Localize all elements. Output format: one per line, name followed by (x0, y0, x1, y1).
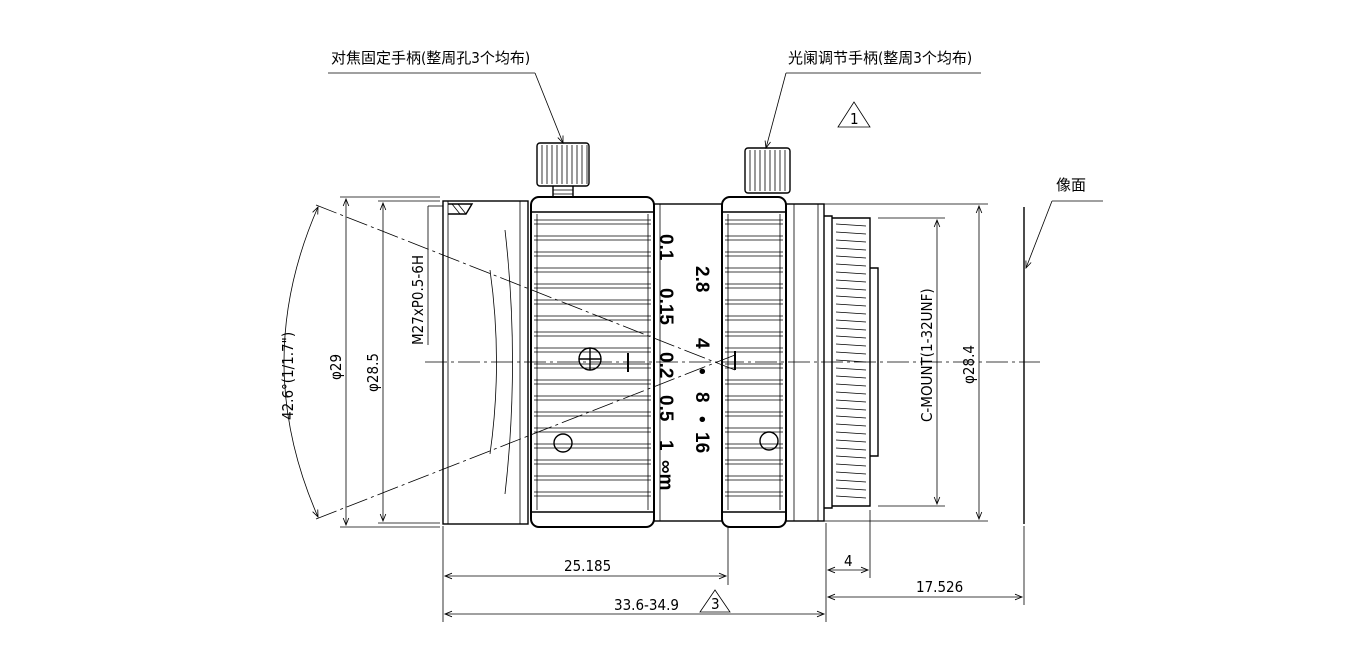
focus-handle (536, 142, 590, 197)
focus-distance-scale: 0.1 0.15 0.2 0.5 1 ∞m (655, 234, 676, 490)
len-17-526-label: 17.526 (916, 578, 963, 596)
focus-scale-5: ∞m (655, 460, 676, 490)
focus-scale-1: 0.15 (655, 288, 676, 325)
filter-thread-label: M27xP0.5-6H (409, 255, 427, 345)
aperture-scale-1: 4 (691, 338, 712, 349)
front-barrel (442, 200, 529, 525)
focus-handle-callout: 对焦固定手柄(整周孔3个均布) (328, 49, 564, 145)
revision-mark-3: 3 (699, 589, 731, 613)
len-4-label: 4 (844, 552, 853, 570)
focus-handle-label: 对焦固定手柄(整周孔3个均布) (331, 49, 530, 67)
aperture-scale-0: 2.8 (691, 266, 712, 292)
iris-handle-callout: 光阑调节手柄(整周3个均布) (764, 49, 981, 150)
len-25-185-label: 25.185 (564, 557, 611, 575)
iris-handle-label: 光阑调节手柄(整周3个均布) (788, 49, 972, 67)
dia-28-5-label: φ28.5 (364, 353, 382, 392)
dia-29-label: φ29 (327, 354, 345, 380)
right-dimensions: C-MOUNT(1-32UNF) φ28.4 像面 (824, 176, 1103, 524)
iris-handle (744, 147, 791, 194)
focus-scale-0: 0.1 (655, 234, 676, 261)
aperture-scale-5: 16 (691, 432, 712, 453)
field-angle-label: 42.6°(1/1.7") (279, 332, 297, 420)
rear-body (785, 203, 879, 522)
aperture-scale-2: • (691, 368, 712, 375)
image-plane-label: 像面 (1056, 176, 1086, 194)
focus-scale-2: 0.2 (655, 352, 676, 378)
focus-scale-4: 1 (655, 440, 676, 451)
aperture-scale: 2.8 4 • 8 • 16 (691, 266, 712, 453)
index-marks (553, 347, 779, 453)
len-total-label: 33.6-34.9 (614, 596, 679, 614)
mount-thread-label: C-MOUNT(1-32UNF) (918, 288, 936, 422)
svg-text:1: 1 (850, 110, 859, 128)
bottom-dimensions: 25.185 4 17.526 33.6-34.9 (442, 510, 1025, 622)
dia-28-4-label: φ28.4 (960, 345, 978, 384)
aperture-scale-4: • (691, 416, 712, 423)
focus-scale-3: 0.5 (655, 395, 676, 422)
revision-mark-1: 1 (837, 101, 871, 128)
left-dimensions: 42.6°(1/1.7") φ29 φ28.5 M27xP0.5-6H (279, 196, 443, 528)
aperture-scale-3: 8 (691, 392, 712, 403)
svg-text:3: 3 (711, 595, 720, 613)
